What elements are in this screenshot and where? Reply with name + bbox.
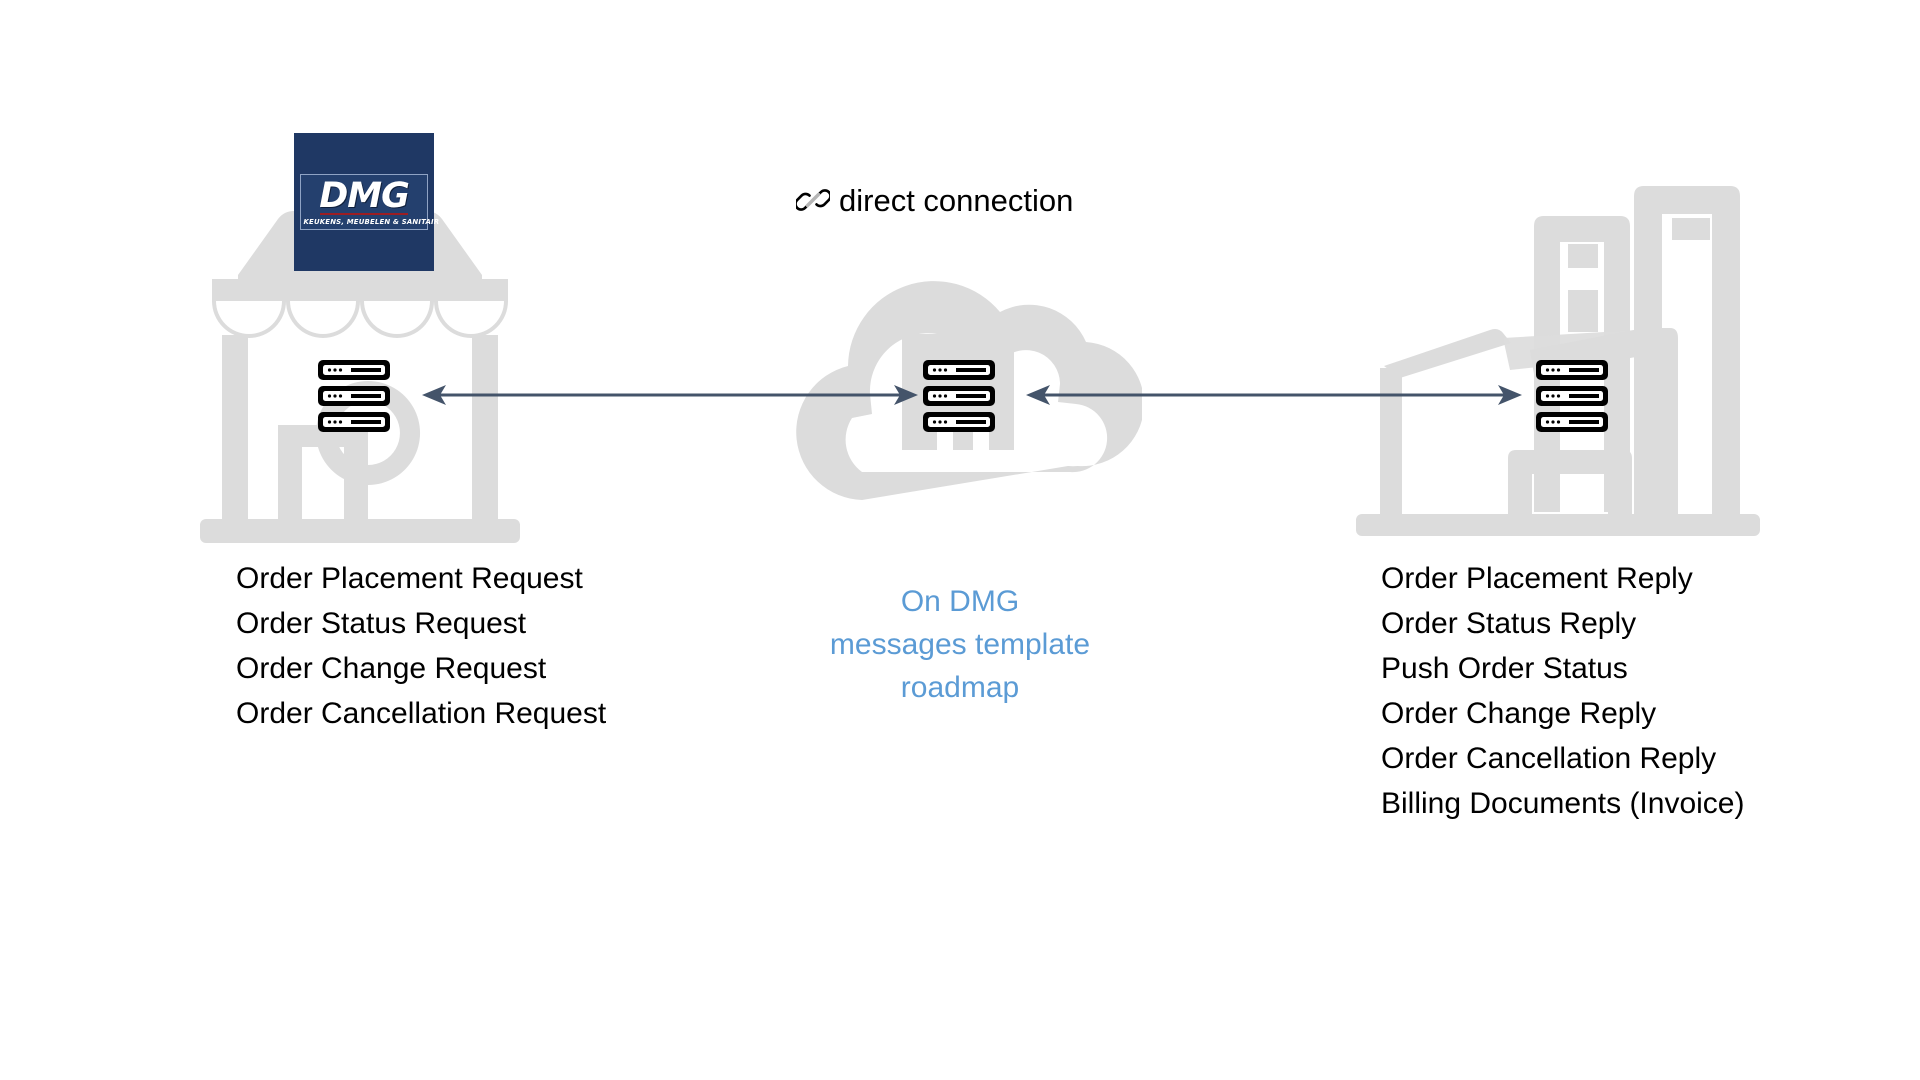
list-item: Order Cancellation Request: [236, 697, 607, 730]
link-icon: [796, 189, 830, 211]
list-item: Order Status Reply: [1381, 607, 1637, 640]
center-note-line: On DMG: [900, 585, 1020, 618]
dmg-wordmark: DMG: [319, 176, 410, 216]
list-item: Order Cancellation Reply: [1381, 742, 1717, 775]
right-message-list: Order Placement Reply Order Status Reply…: [1381, 556, 1744, 826]
list-item: Order Status Request: [236, 607, 527, 640]
list-item: Order Change Reply: [1381, 697, 1657, 730]
server-rack-icon-center: [923, 360, 995, 432]
list-item: Order Change Request: [236, 652, 547, 685]
list-item: Push Order Status: [1381, 652, 1628, 685]
storefront-icon: [200, 211, 520, 543]
list-item: Order Placement Request: [236, 562, 583, 595]
arrow-cloud-factory: [1026, 385, 1522, 405]
factory-icon: [1356, 186, 1760, 536]
dmg-logo: DMG KEUKENS, MEUBELEN & SANITAIR: [294, 133, 440, 271]
arrow-store-cloud: [422, 385, 918, 405]
server-rack-icon-right: [1536, 360, 1608, 432]
dmg-rule: [320, 213, 408, 215]
list-item: Order Placement Reply: [1381, 562, 1693, 595]
dmg-logo-plate: DMG KEUKENS, MEUBELEN & SANITAIR: [300, 174, 440, 230]
center-note-line: messages template: [829, 628, 1091, 661]
direct-connection-label: direct connection: [796, 183, 1073, 217]
center-note-line: roadmap: [900, 671, 1020, 704]
center-note: On DMG messages template roadmap: [760, 580, 1160, 709]
list-item: Billing Documents (Invoice): [1381, 787, 1745, 820]
left-message-list: Order Placement Request Order Status Req…: [236, 556, 606, 736]
server-rack-icon-left: [318, 360, 390, 432]
direct-connection-text: direct connection: [839, 182, 1074, 218]
dmg-tagline: KEUKENS, MEUBELEN & SANITAIR: [303, 217, 440, 226]
